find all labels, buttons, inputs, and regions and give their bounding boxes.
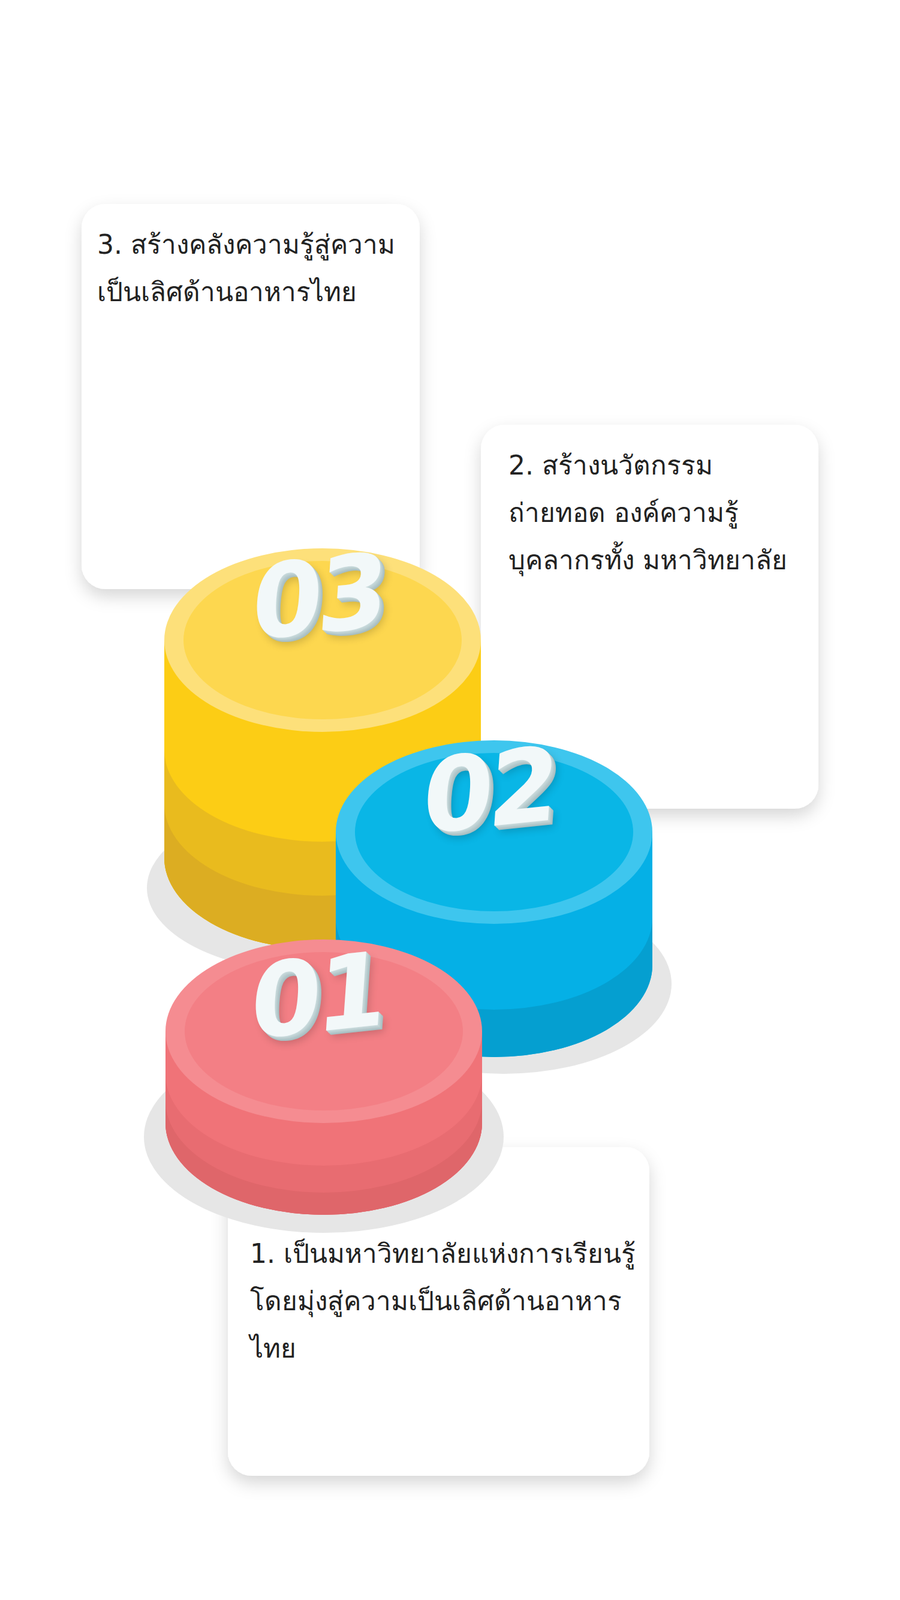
card-background [81,203,420,589]
card-text: 1. เป็นมหาวิทยาลัยแห่งการเรียนรู้ โดยมุ่… [250,1229,637,1372]
card-layer [81,203,819,1476]
card-text: 3. สร้างคลังความรู้สู่ความ เป็นเลิศด้านอ… [97,220,405,316]
text-card: 1. เป็นมหาวิทยาลัยแห่งการเรียนรู้ โดยมุ่… [227,1146,650,1476]
callout-number: 01 [247,936,386,1054]
callout-number: 02 [419,731,558,849]
text-card: 3. สร้างคลังความรู้สู่ความ เป็นเลิศด้านอ… [81,203,420,589]
card-text: 2. สร้างนวัตกรรมถ่ายทอด องค์ความรู้ บุคล… [508,441,802,585]
callout-number: 03 [248,537,387,655]
